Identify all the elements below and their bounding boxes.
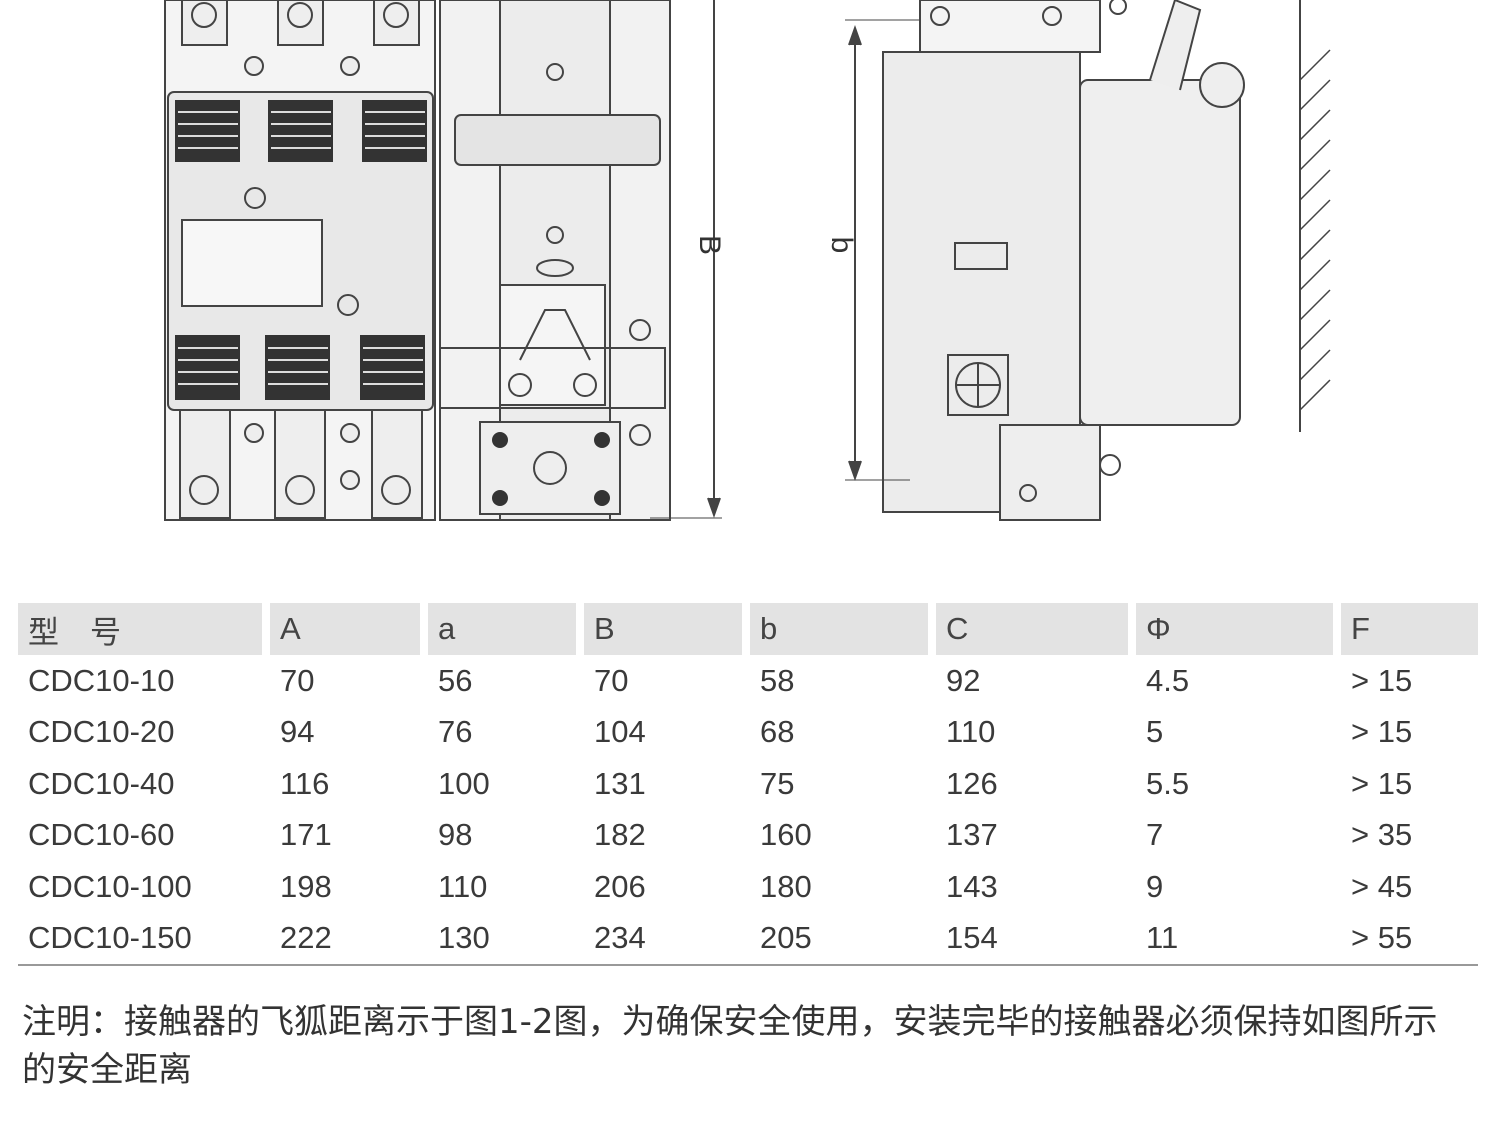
dimension-label-B: B <box>693 235 726 255</box>
cell-F: > 15 <box>1351 714 1413 750</box>
cell-phi: 7 <box>1146 817 1164 853</box>
cell-A: 116 <box>280 765 330 801</box>
cell-C: 110 <box>946 714 996 750</box>
cell-C: 92 <box>946 662 981 698</box>
cell-C: 154 <box>936 913 1136 966</box>
header-F: F <box>1341 603 1478 655</box>
side-view: b <box>825 0 1331 521</box>
cell-F: > 35 <box>1351 817 1413 853</box>
cell-A: 198 <box>280 868 332 904</box>
cell-B: 70 <box>594 662 629 698</box>
cell-C: 126 <box>946 765 998 801</box>
cell-b: 160 <box>760 817 812 853</box>
cell-b: 68 <box>760 714 795 750</box>
cell-F: > 15 <box>1351 662 1413 698</box>
dimension-spec-table: 型 号 A a B b C Φ F CDC10-10 70 56 70 58 92 4.5 >… <box>18 603 1478 966</box>
cell-phi: 4.5 <box>1146 662 1190 698</box>
front-view: B <box>164 0 726 521</box>
table-row: CDC10-100 198 110 206 180 143 9 > 45 <box>18 861 1478 913</box>
cell-C: 137 <box>946 817 998 853</box>
table-row: CDC10-60 171 98 182 160 137 7 > 35 <box>18 810 1478 862</box>
cell-a: 56 <box>438 662 473 698</box>
installation-note: 注明：接触器的飞狐距离示于图1-2图，为确保安全使用，安装完毕的接触器必须保持如… <box>22 1002 1438 1090</box>
header-phi: Φ <box>1136 603 1341 655</box>
cell-F: > 55 <box>1341 913 1478 966</box>
cell-model: CDC10-20 <box>28 714 175 750</box>
cell-b: 58 <box>760 662 795 698</box>
table-row: CDC10-20 94 76 104 68 110 5 > 15 <box>18 707 1478 759</box>
cell-B: 206 <box>594 868 646 904</box>
table-header-row: 型 号 A a B b C Φ F <box>18 603 1478 655</box>
cell-B: 182 <box>594 817 646 853</box>
cell-phi: 11 <box>1136 913 1341 966</box>
cell-A: 94 <box>280 714 315 750</box>
cell-A: 70 <box>280 662 315 698</box>
cell-a: 76 <box>438 714 473 750</box>
cell-model: CDC10-150 <box>18 913 270 966</box>
cell-a: 98 <box>438 817 473 853</box>
header-model: 型 号 <box>18 603 270 655</box>
cell-phi: 5 <box>1146 714 1164 750</box>
cell-a: 130 <box>428 913 584 966</box>
cell-b: 180 <box>760 868 812 904</box>
dimension-label-b: b <box>825 237 858 254</box>
cell-B: 104 <box>594 714 646 750</box>
cell-B: 131 <box>594 765 646 801</box>
header-B: B <box>584 603 750 655</box>
header-a: a <box>428 603 584 655</box>
cell-a: 100 <box>438 765 490 801</box>
cell-A: 171 <box>280 817 332 853</box>
table-row: CDC10-40 116 100 131 75 126 5.5 > 15 <box>18 758 1478 810</box>
cell-a: 110 <box>438 868 488 904</box>
cell-model: CDC10-10 <box>28 662 175 698</box>
contactor-dimension-drawing: B b <box>164 0 1331 521</box>
cell-F: > 45 <box>1351 868 1413 904</box>
cell-A: 222 <box>270 913 428 966</box>
cell-b: 75 <box>760 765 795 801</box>
cell-C: 143 <box>946 868 998 904</box>
cell-model: CDC10-40 <box>28 765 175 801</box>
cell-model: CDC10-60 <box>28 817 175 853</box>
cell-phi: 5.5 <box>1146 765 1190 801</box>
header-b: b <box>750 603 936 655</box>
table-row: CDC10-10 70 56 70 58 92 4.5 > 15 <box>18 655 1478 707</box>
cell-F: > 15 <box>1351 765 1413 801</box>
header-C: C <box>936 603 1136 655</box>
cell-b: 205 <box>750 913 936 966</box>
cell-B: 234 <box>584 913 750 966</box>
header-A: A <box>270 603 428 655</box>
cell-phi: 9 <box>1146 868 1164 904</box>
cell-model: CDC10-100 <box>28 868 192 904</box>
